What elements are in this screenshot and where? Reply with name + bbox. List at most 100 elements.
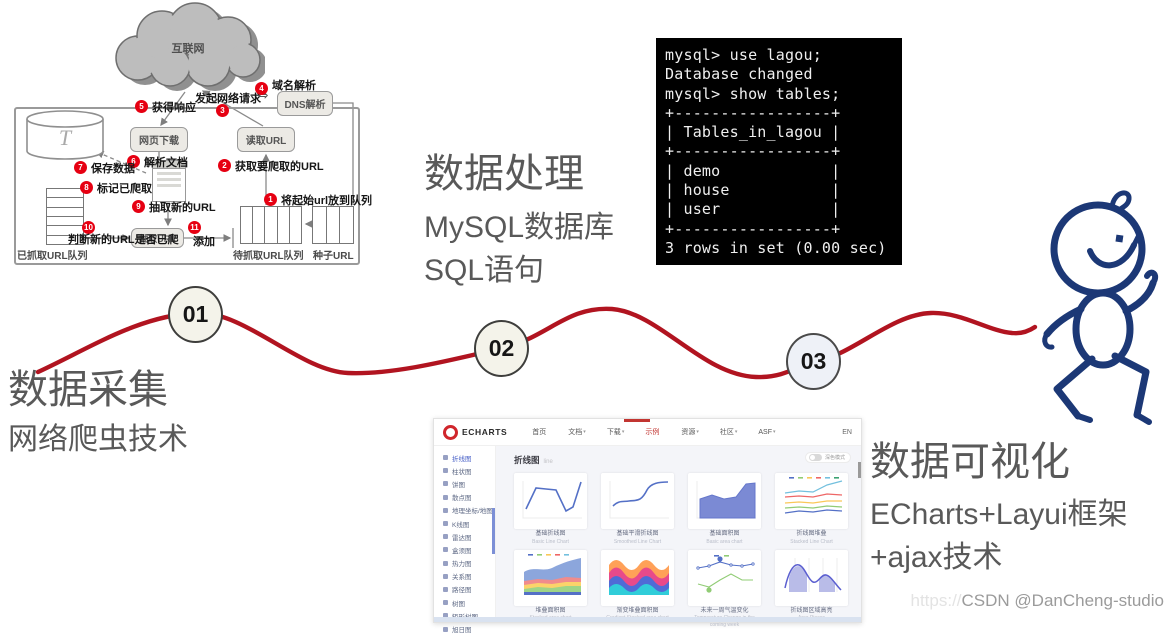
card-basic-line[interactable] xyxy=(514,473,587,529)
nav-download[interactable]: 下载▾ xyxy=(606,429,625,436)
left-arm xyxy=(1043,305,1085,338)
sunburst-icon xyxy=(443,626,448,632)
visualize-title: 数据可视化 xyxy=(870,440,1070,484)
database-cylinder: T xyxy=(26,110,104,160)
section-collect: 数据采集 网络爬虫技术 xyxy=(8,368,188,461)
card-title: 折线图堆叠 xyxy=(796,531,827,537)
crawler-frame xyxy=(14,107,360,265)
section-visualize: 数据可视化 ECharts+Layui框架 +ajax技术 xyxy=(870,440,1128,579)
visualize-line2: +ajax技术 xyxy=(870,541,1003,574)
sidebar-item-line[interactable]: 折线图 xyxy=(434,451,495,464)
terminal-line: +-----------------+ xyxy=(665,142,841,161)
sidebar-item-boxplot[interactable]: 盒须图 xyxy=(434,543,495,556)
crawled-url-queue xyxy=(46,188,84,245)
card-stacked-line[interactable] xyxy=(775,473,848,529)
step-label-4: 域名解析 xyxy=(272,80,316,92)
card-stacked-area[interactable] xyxy=(514,549,587,606)
sidebar-item-sunburst[interactable]: 旭日图 xyxy=(434,622,495,635)
terminal-line: | user | xyxy=(665,200,841,219)
heatmap-icon xyxy=(443,560,448,566)
terminal-line: mysql> use lagou; xyxy=(665,46,822,64)
sidebar-item-map[interactable]: 地理坐标/地图 xyxy=(434,504,495,517)
lines-icon xyxy=(443,586,448,592)
echarts-logo-text: ECHARTS xyxy=(462,427,508,437)
svg-text:T: T xyxy=(59,125,73,150)
dark-mode-toggle[interactable]: 深色模式 xyxy=(805,452,851,463)
sidebar-item-graph[interactable]: 关系图 xyxy=(434,570,495,583)
boxplot-icon xyxy=(443,547,448,553)
card-area-pieces[interactable] xyxy=(775,549,848,606)
watermark: https://CSDN @DanCheng-studio xyxy=(911,591,1165,611)
nav-asf[interactable]: ASF▾ xyxy=(758,428,776,436)
step-label-11: 添加 xyxy=(193,236,215,248)
card-basic-area[interactable] xyxy=(688,473,761,529)
echarts-header: ECHARTS 首页 文档▾ 下载▾ 示例 资源▾ 社区▾ ASF▾ EN xyxy=(434,419,861,446)
step-label-6: 解析文档 xyxy=(144,157,188,169)
document-icon xyxy=(152,160,186,202)
card-title: 基础折线图 xyxy=(535,531,566,537)
card-gradient-stacked-area[interactable] xyxy=(601,549,674,606)
card-title: 折线图区域高亮 xyxy=(790,607,833,614)
sidebar-scrollbar[interactable] xyxy=(492,508,495,554)
terminal-line: | house | xyxy=(665,181,841,200)
node-extract-url: 抽取URL xyxy=(131,228,184,248)
crawler-diagram: 互联网 T 网页下载 读取URL DNS解析 xyxy=(5,0,373,272)
card-title: 未来一周气温变化 xyxy=(700,607,749,614)
echarts-logo-icon xyxy=(443,424,458,440)
sidebar-item-candlestick[interactable]: K线图 xyxy=(434,517,495,530)
candlestick-icon xyxy=(443,521,448,527)
echarts-main: 折线图 line 深色模式 基础折线图 Basic Line Chart xyxy=(496,446,861,628)
step-badge-11: 11 xyxy=(188,221,201,234)
sidebar-item-pie[interactable]: 饼图 xyxy=(434,477,495,490)
pending-url-queue xyxy=(240,206,302,244)
toggle-knob xyxy=(810,455,815,460)
sidebar-item-bar[interactable]: 柱状图 xyxy=(434,464,495,477)
nav-home[interactable]: 首页 xyxy=(532,429,547,436)
toggle-track xyxy=(809,454,822,461)
process-title: 数据处理 xyxy=(424,152,584,196)
collect-title: 数据采集 xyxy=(8,368,168,412)
graph-icon xyxy=(443,573,448,579)
milestone-01: 01 xyxy=(168,286,223,343)
terminal-line: | Tables_in_lagou | xyxy=(665,123,841,142)
card-temperature-change[interactable] xyxy=(688,549,761,606)
example-cards-grid: 基础折线图 Basic Line Chart 基础平滑折线图 Smoothed … xyxy=(514,473,848,628)
nav-docs[interactable]: 文档▾ xyxy=(568,429,586,436)
terminal-line: 3 rows in set (0.00 sec) xyxy=(665,238,887,257)
tree-icon xyxy=(443,600,448,606)
map-icon xyxy=(443,507,448,513)
active-nav-indicator xyxy=(624,419,650,422)
sidebar-item-tree[interactable]: 树图 xyxy=(434,596,495,609)
echarts-nav: 首页 文档▾ 下载▾ 示例 资源▾ 社区▾ ASF▾ xyxy=(532,427,775,437)
milestone-02: 02 xyxy=(474,320,529,377)
echarts-screenshot: ECHARTS 首页 文档▾ 下载▾ 示例 资源▾ 社区▾ ASF▾ EN 折线… xyxy=(433,418,862,634)
step-badge-7: 7 xyxy=(74,161,87,174)
node-dns: DNS解析 xyxy=(277,91,333,116)
left-leg xyxy=(1053,355,1096,420)
step-label-1: 将起始url放到队列 xyxy=(281,195,373,207)
card-subtitle: Stacked Line Chart xyxy=(790,538,833,545)
internet-cloud: 互联网 xyxy=(115,2,265,91)
lang-switch[interactable]: EN xyxy=(842,428,852,436)
sidebar-item-heatmap[interactable]: 热力图 xyxy=(434,557,495,570)
page-scrollbar[interactable] xyxy=(858,462,861,478)
nav-community[interactable]: 社区▾ xyxy=(719,429,738,436)
echarts-logo[interactable]: ECHARTS xyxy=(443,424,508,440)
nav-resources[interactable]: 资源▾ xyxy=(681,429,699,436)
watermark-prefix: https:// xyxy=(910,591,962,610)
echarts-sidebar: 折线图 柱状图 饼图 散点图 地理坐标/地图 K线图 雷达图 盒须图 热力图 关… xyxy=(434,446,496,634)
step-badge-4: 4 xyxy=(255,82,268,95)
sidebar-item-radar[interactable]: 雷达图 xyxy=(434,530,495,543)
terminal-line: Database changed xyxy=(665,65,813,84)
step-badge-5: 5 xyxy=(135,100,148,113)
collect-subtitle: 网络爬虫技术 xyxy=(8,423,188,456)
card-smoothed-line[interactable] xyxy=(601,473,674,529)
nav-examples[interactable]: 示例 xyxy=(645,429,660,436)
step-label-3: 发起网络请求 xyxy=(195,93,261,105)
sidebar-item-scatter[interactable]: 散点图 xyxy=(434,491,495,504)
pie-chart-icon xyxy=(443,481,448,487)
step-label-5: 获得响应 xyxy=(152,102,196,114)
smile xyxy=(1087,242,1137,269)
sidebar-item-lines[interactable]: 路径图 xyxy=(434,583,495,596)
